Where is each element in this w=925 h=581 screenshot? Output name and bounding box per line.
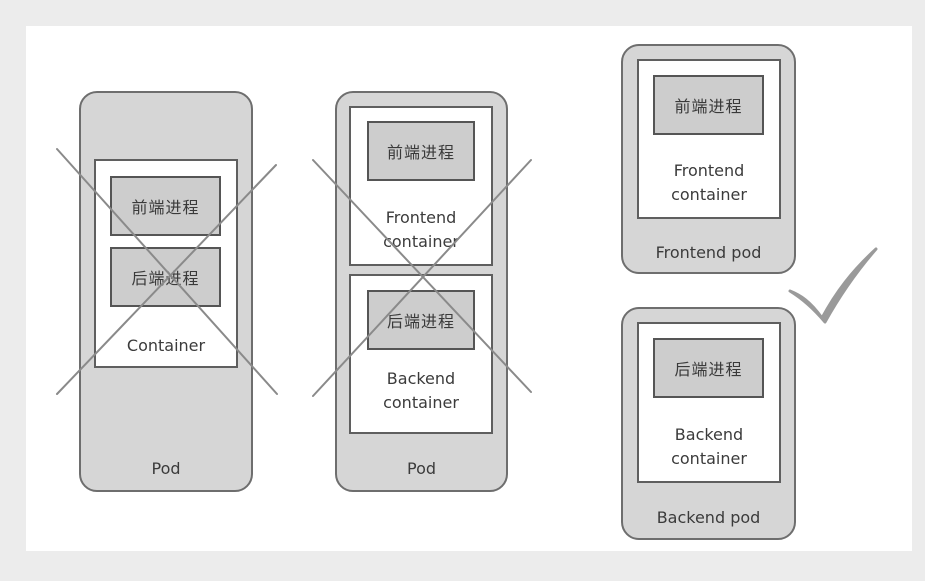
- backend-process-label: 后端进程: [674, 360, 743, 379]
- frontend-process-label: 前端进程: [131, 198, 200, 217]
- frontend-process-box: 前端进程: [653, 75, 764, 135]
- pod-label: Pod: [406, 459, 437, 478]
- frontend-container-label: Frontend container: [383, 208, 459, 251]
- backend-pod-label: Backend pod: [656, 508, 761, 527]
- backend-process-label: 后端进程: [131, 269, 200, 288]
- frontend-process-label: 前端进程: [386, 143, 455, 162]
- frontend-pod-label: Frontend pod: [655, 243, 762, 262]
- frontend-process-box: 前端进程: [110, 176, 221, 236]
- frontend-process-box: 前端进程: [367, 121, 475, 181]
- backend-process-box: 后端进程: [367, 290, 475, 350]
- backend-process-box: 后端进程: [110, 247, 221, 307]
- backend-process-box: 后端进程: [653, 338, 764, 398]
- pod-label: Pod: [151, 459, 181, 478]
- frontend-process-label: 前端进程: [674, 97, 743, 116]
- backend-process-label: 后端进程: [386, 312, 455, 331]
- container-label: Container: [126, 336, 206, 355]
- frontend-container-label: Frontend container: [671, 161, 747, 204]
- backend-container-label: Backend container: [383, 369, 459, 412]
- backend-container-label: Backend container: [671, 425, 747, 468]
